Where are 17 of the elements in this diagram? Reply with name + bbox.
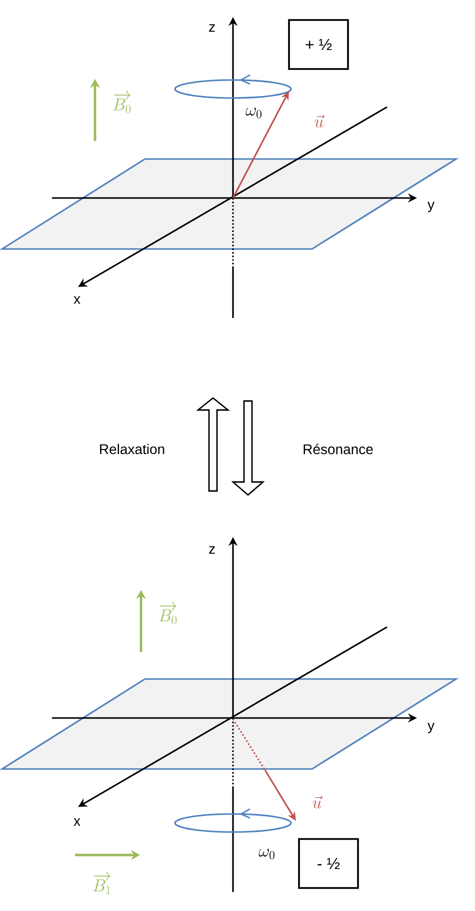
process-label: Résonance <box>304 444 373 454</box>
vector-label: $\overrightarrow{B_1}$ <box>93 872 111 894</box>
axis-label: x <box>74 296 80 304</box>
vector-label: $\overrightarrow{B_0}$ <box>113 90 131 114</box>
axis-label: y <box>428 722 434 734</box>
spin-state-box: + ½ <box>288 19 349 70</box>
axis-label: z <box>209 24 215 32</box>
spin-state-box: - ½ <box>298 838 359 889</box>
vector-label: $\vec{u}$ <box>312 796 323 808</box>
axis-label: x <box>74 818 80 826</box>
angular-frequency-label: $\omega_0$ <box>246 108 262 118</box>
axis-label: y <box>428 202 434 212</box>
vector-label: $\overrightarrow{B_0}$ <box>159 602 177 624</box>
process-label: Relaxation <box>100 444 164 454</box>
vector-label: $\vec{u}$ <box>314 114 325 128</box>
angular-frequency-label: $\omega_0$ <box>258 848 274 860</box>
axis-label: z <box>209 546 215 554</box>
